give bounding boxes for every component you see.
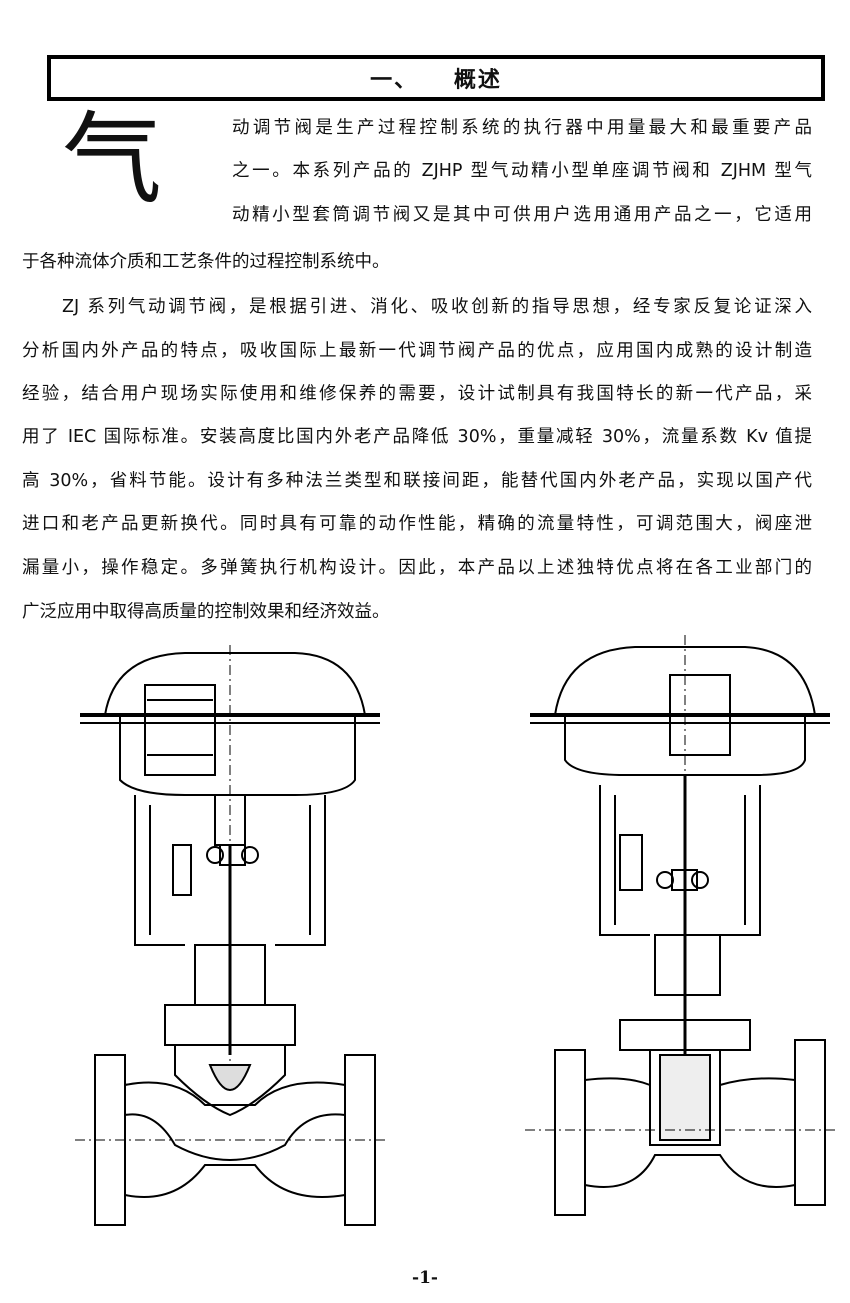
paragraph2-line: 进口和老产品更新换代。同时具有可靠的动作性能，精确的流量特性，可调范围大，阀座泄 (22, 514, 812, 534)
paragraph2-line: 经验，结合用户现场实际使用和维修保养的需要，设计试制具有我国特长的新一代产品，采 (22, 384, 812, 404)
paragraph2-line: ZJ 系列气动调节阀，是根据引进、消化、吸收创新的指导思想，经专家反复论证深入 (62, 297, 812, 317)
single-seat-valve-drawing (75, 645, 385, 1235)
page-number: -1- (412, 1268, 438, 1288)
section-title: 一、 概述 (370, 68, 502, 93)
section-title-box: 一、 概述 (47, 55, 825, 101)
drop-cap: 气 (62, 101, 162, 218)
paragraph2-line: 分析国内外产品的特点，吸收国际上最新一代调节阀产品的优点，应用国内成熟的设计制造 (22, 341, 812, 361)
paragraph2-line: 用了 IEC 国际标准。安装高度比国内外老产品降低 30%，重量减轻 30%，流… (22, 427, 812, 447)
paragraph2-line: 高 30%，省料节能。设计有多种法兰类型和联接间距，能替代国内外老产品，实现以国… (22, 471, 812, 491)
paragraph1-line: 之一。本系列产品的 ZJHP 型气动精小型单座调节阀和 ZJHM 型气 (232, 161, 812, 181)
paragraph1-line: 动调节阀是生产过程控制系统的执行器中用量最大和最重要产品 (232, 118, 812, 138)
paragraph1-line: 动精小型套筒调节阀又是其中可供用户选用通用产品之一，它适用 (232, 205, 812, 225)
paragraph2-line: 广泛应用中取得高质量的控制效果和经济效益。 (22, 602, 390, 622)
paragraph2-line: 漏量小，操作稳定。多弹簧执行机构设计。因此，本产品以上述独特优点将在各工业部门的 (22, 558, 812, 578)
paragraph1-line: 于各种流体介质和工艺条件的过程控制系统中。 (22, 252, 390, 272)
cage-valve-drawing (525, 635, 835, 1225)
